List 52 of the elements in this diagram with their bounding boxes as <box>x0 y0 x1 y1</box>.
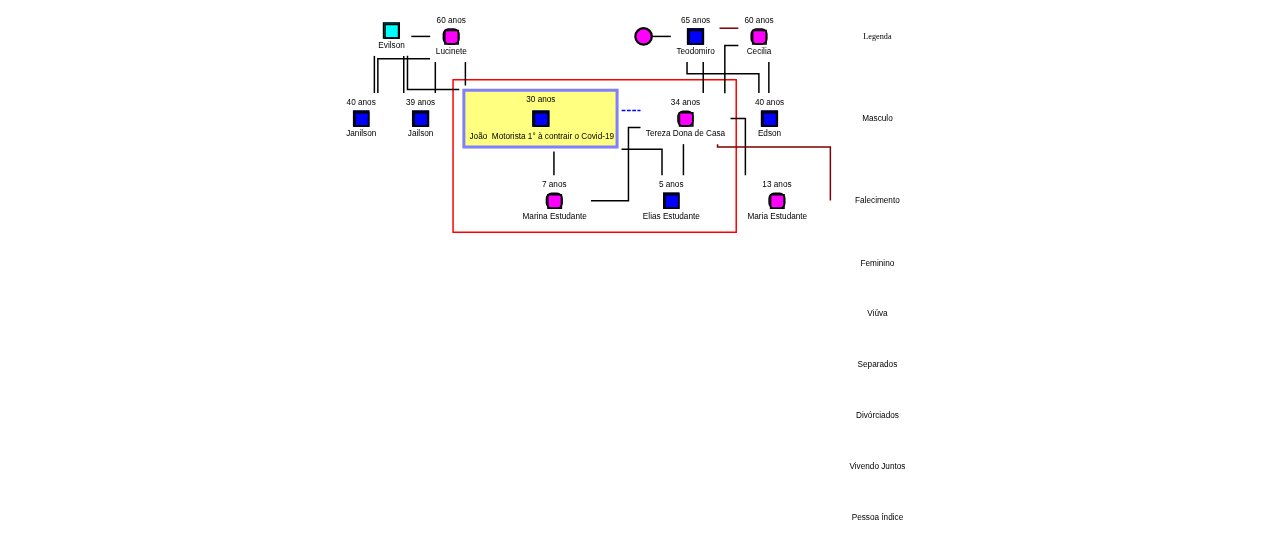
node-label: 40 anos <box>346 98 376 108</box>
label: Legenda <box>863 31 892 41</box>
connector <box>716 143 832 202</box>
node-label: 13 anos <box>762 180 792 190</box>
node-label: 60 anos <box>436 15 466 25</box>
node-label: Janilson <box>346 129 377 139</box>
node-label: Marina Estudante <box>522 211 587 221</box>
connector <box>553 150 555 176</box>
node-label: 65 anos <box>680 15 711 25</box>
node-label: 34 anos <box>670 98 701 108</box>
node-label: 60 anos <box>744 15 774 25</box>
node-label: 39 anos <box>405 98 436 108</box>
legend-label: Masculo <box>862 113 893 123</box>
node-circle <box>634 27 653 46</box>
connector <box>718 27 740 29</box>
connector <box>686 61 760 94</box>
connector <box>590 126 642 202</box>
connector <box>373 55 376 94</box>
connector <box>724 44 740 94</box>
connector <box>620 109 642 112</box>
node-label: Cecilia <box>746 47 772 57</box>
legend-label: Separados <box>857 360 898 370</box>
node-label: Teodomiro <box>676 47 715 57</box>
legend-label: Vivendo Juntos <box>849 461 906 471</box>
node-label: Tereza Dona de Casa <box>645 129 726 139</box>
node-label: Elias Estudante <box>642 211 700 221</box>
legend-label: Divórciados <box>856 411 899 421</box>
legend-label: Falecimento <box>855 195 900 205</box>
connector <box>406 55 461 91</box>
cluster <box>452 79 737 233</box>
node-label: 5 anos <box>658 180 684 190</box>
connector <box>651 35 672 38</box>
connector <box>702 61 704 94</box>
node-label: Evilson <box>378 41 405 51</box>
node-label: Jailson <box>407 129 434 139</box>
legend-label: Viúva <box>867 309 888 319</box>
legend-label: Pessoa índice <box>851 512 904 522</box>
connector <box>620 148 663 177</box>
connector <box>377 58 431 94</box>
connector <box>682 143 685 176</box>
node-label: Edson <box>757 129 782 139</box>
connector <box>434 61 437 94</box>
connector <box>768 61 770 94</box>
legend-label: Feminino <box>860 258 895 268</box>
node-label: Maria Estudante <box>747 211 808 221</box>
node-label: 40 anos <box>754 98 785 108</box>
node-label: 7 anos <box>541 180 567 190</box>
connector <box>729 117 747 176</box>
connector <box>464 61 467 87</box>
connector <box>403 55 405 94</box>
node-label: Lucinete <box>435 47 467 57</box>
connector <box>410 35 431 38</box>
